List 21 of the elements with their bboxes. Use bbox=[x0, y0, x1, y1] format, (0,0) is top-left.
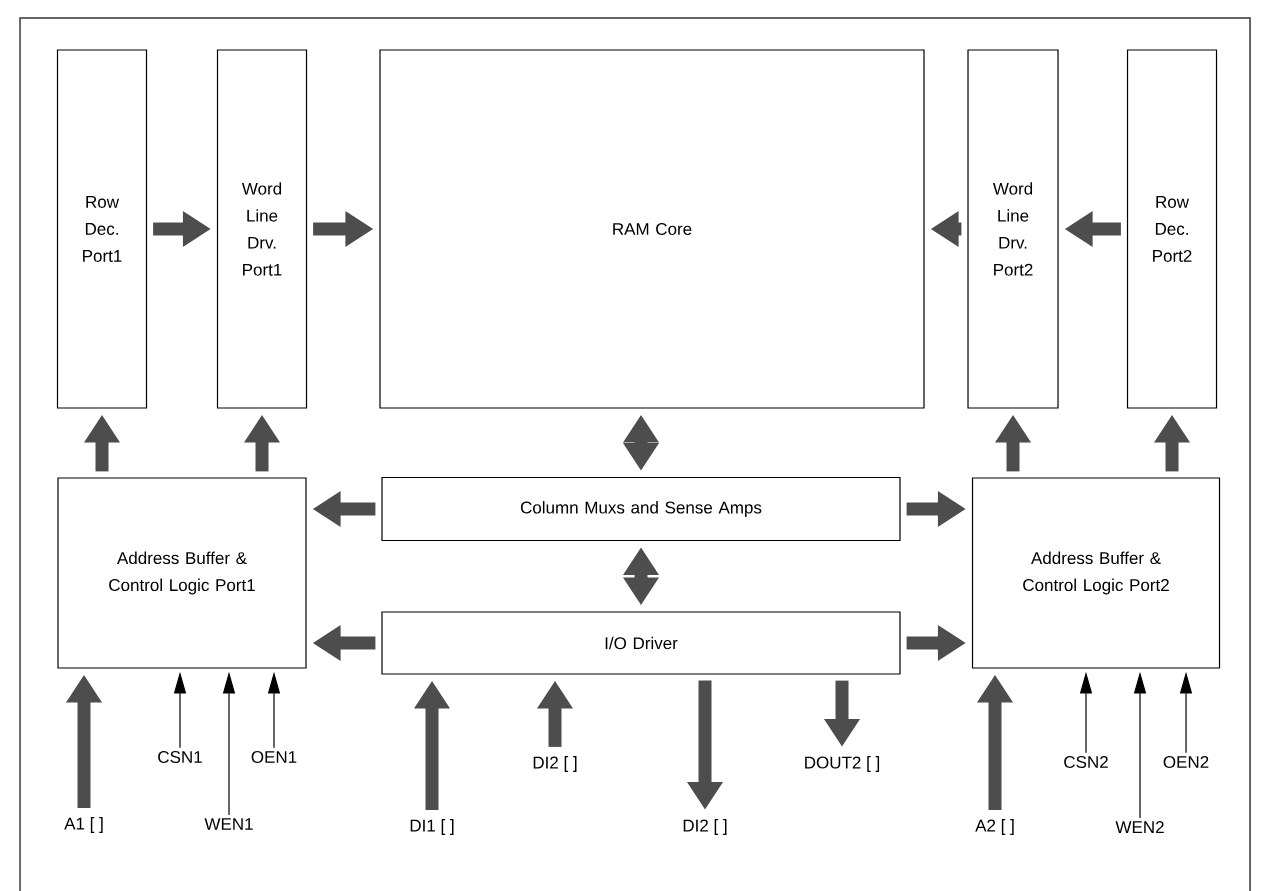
driver-box: I/O Driver bbox=[381, 611, 901, 675]
signal-label: DI1 [ ] bbox=[410, 819, 454, 835]
driver-box: Word Line Drv. Port1 bbox=[216, 49, 308, 409]
signal-label: DI2 [ ] bbox=[683, 819, 727, 835]
signal-label: CSN1 bbox=[158, 751, 202, 764]
signal-label: A2 [ ] bbox=[975, 819, 1014, 835]
signal-label: DI2 [ ] bbox=[533, 756, 577, 772]
logic-box: Address Buffer & Control Logic Port1 bbox=[57, 477, 307, 669]
decoder-box: Row Dec. Port1 bbox=[56, 49, 148, 409]
signal-label: WEN1 bbox=[204, 818, 253, 830]
memory-core-box: RAM Core bbox=[379, 49, 925, 409]
logic-box: Address Buffer & Control Logic Port2 bbox=[971, 477, 1221, 669]
signal-label: CSN2 bbox=[1064, 756, 1108, 769]
signal-label: DOUT2 [ ] bbox=[805, 756, 880, 772]
signal-label: WEN2 bbox=[1115, 821, 1164, 833]
signal-label: OEN1 bbox=[251, 751, 297, 764]
signal-label: OEN2 bbox=[1163, 756, 1209, 769]
decoder-box: Row Dec. Port2 bbox=[1126, 49, 1218, 409]
mux-box: Column Muxs and Sense Amps bbox=[381, 476, 901, 542]
driver-box: Word Line Drv. Port2 bbox=[967, 49, 1059, 409]
signal-label: A1 [ ] bbox=[64, 817, 103, 833]
